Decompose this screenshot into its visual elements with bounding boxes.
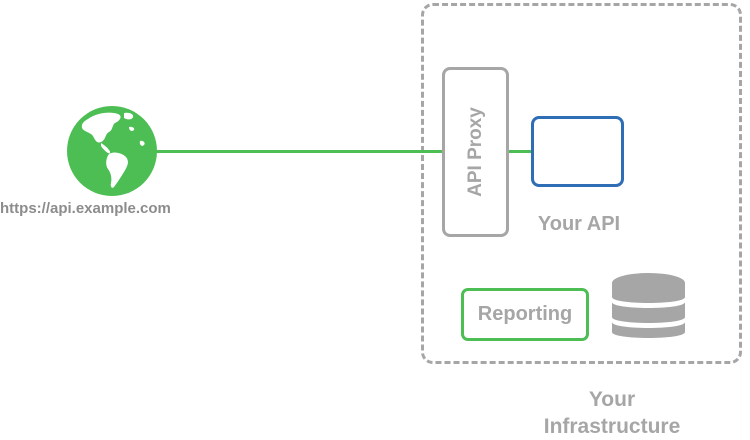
reporting-box: Reporting bbox=[461, 288, 589, 341]
client-url-label: https://api.example.com bbox=[0, 200, 171, 217]
database-icon bbox=[610, 270, 687, 346]
infrastructure-label: Your Infrastructure bbox=[522, 386, 702, 440]
connection-line-client-proxy bbox=[150, 150, 442, 153]
your-api-label: Your API bbox=[537, 213, 621, 235]
your-api-box bbox=[531, 116, 624, 187]
infrastructure-label-line2: Infrastructure bbox=[543, 415, 681, 438]
globe-icon bbox=[66, 105, 158, 197]
api-proxy-label: API Proxy bbox=[464, 107, 486, 197]
infrastructure-label-line1: Your bbox=[588, 388, 636, 411]
connection-line-proxy-api bbox=[508, 150, 533, 153]
reporting-label: Reporting bbox=[477, 303, 573, 325]
api-proxy-box: API Proxy bbox=[442, 67, 509, 237]
infrastructure-boundary bbox=[421, 3, 742, 364]
